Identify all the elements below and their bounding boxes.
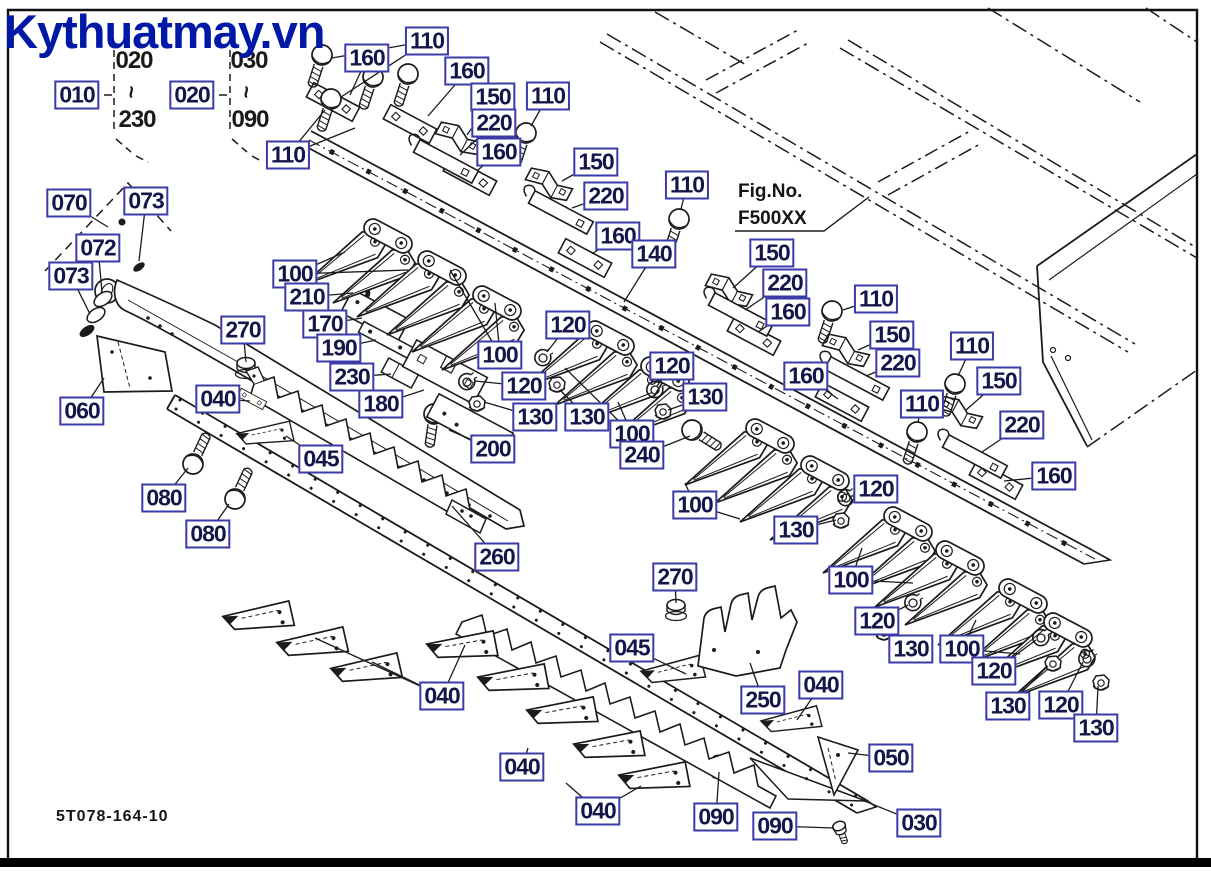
figure-number-block: Fig.No. F500XX	[738, 178, 807, 232]
part-label-080: 080	[185, 519, 231, 549]
part-label-220: 220	[762, 268, 808, 298]
part-label-120: 120	[545, 310, 591, 340]
part-label-100: 100	[272, 259, 318, 289]
part-label-160: 160	[765, 297, 811, 327]
part-label-030: 030	[896, 808, 942, 838]
ledger-strip-260	[244, 366, 487, 535]
part-label-190: 190	[316, 333, 362, 363]
part-label-090: 090	[752, 811, 798, 841]
part-label-150: 150	[749, 238, 795, 268]
part-label-072: 072	[75, 233, 121, 263]
header-frame-structure	[599, 7, 1198, 448]
part-label-120: 120	[501, 371, 547, 401]
part-label-160: 160	[444, 56, 490, 86]
part-label-080: 080	[141, 483, 187, 513]
part-label-130: 130	[564, 402, 610, 432]
part-label-160: 160	[1031, 461, 1077, 491]
range-from: 020	[115, 47, 153, 74]
part-label-110: 110	[899, 389, 945, 419]
figno-leader	[735, 196, 870, 232]
part-label-180: 180	[358, 389, 404, 419]
arm-bracket-plate	[96, 334, 174, 393]
part-label-270: 270	[652, 562, 698, 592]
part-label-110: 110	[525, 81, 571, 111]
part-label-040: 040	[499, 752, 545, 782]
part-label-230: 230	[329, 362, 375, 392]
part-label-150: 150	[573, 147, 619, 177]
part-label-210: 210	[284, 282, 330, 312]
part-label-150: 150	[869, 320, 915, 350]
part-label-140: 140	[631, 239, 677, 269]
part-label-220: 220	[583, 181, 629, 211]
part-label-270: 270	[220, 315, 266, 345]
part-label-240: 240	[619, 440, 665, 470]
part-label-040: 040	[419, 681, 465, 711]
part-label-040: 040	[195, 384, 241, 414]
part-label-040: 040	[575, 796, 621, 826]
part-label-040: 040	[798, 670, 844, 700]
part-label-260: 260	[474, 542, 520, 572]
part-label-010: 010	[54, 80, 100, 110]
part-label-250: 250	[740, 685, 786, 715]
end-pieces	[697, 584, 860, 798]
part-label-073: 073	[123, 186, 169, 216]
part-label-150: 150	[470, 82, 516, 112]
site-watermark: Kythuatmay.vn	[4, 5, 325, 58]
part-label-200: 200	[470, 434, 516, 464]
page-border	[0, 8, 1211, 867]
range-to: 230	[118, 106, 156, 133]
part-label-120: 120	[853, 474, 899, 504]
part-label-220: 220	[471, 108, 517, 138]
reference-brackets	[104, 50, 264, 163]
part-label-220: 220	[875, 348, 921, 378]
range-from: 030	[230, 47, 268, 74]
part-label-120: 120	[649, 351, 695, 381]
part-label-073: 073	[48, 261, 94, 291]
part-label-020: 020	[169, 80, 215, 110]
drawing-number: 5T078-164-10	[56, 808, 169, 825]
part-label-160: 160	[783, 361, 829, 391]
range-tilde-icon: ~	[119, 85, 144, 99]
part-label-070: 070	[46, 188, 92, 218]
part-label-110: 110	[664, 170, 710, 200]
part-label-160: 160	[344, 43, 390, 73]
part-label-100: 100	[828, 565, 874, 595]
part-label-060: 060	[59, 396, 105, 426]
range-to: 090	[231, 106, 269, 133]
part-label-110: 110	[265, 140, 311, 170]
part-label-130: 130	[985, 691, 1031, 721]
figure-number-title: Fig.No.	[738, 181, 803, 202]
ledger-strip-bottom	[454, 613, 778, 810]
figure-number-value: F500XX	[738, 208, 807, 229]
part-label-130: 130	[682, 382, 728, 412]
part-label-130: 130	[1073, 713, 1119, 743]
part-label-220: 220	[999, 410, 1045, 440]
part-label-045: 045	[298, 444, 344, 474]
part-label-120: 120	[971, 656, 1017, 686]
part-label-150: 150	[976, 366, 1022, 396]
part-label-130: 130	[512, 402, 558, 432]
part-label-130: 130	[888, 634, 934, 664]
part-label-110: 110	[949, 331, 995, 361]
part-label-090: 090	[693, 802, 739, 832]
part-label-100: 100	[672, 490, 718, 520]
part-label-110: 110	[404, 26, 450, 56]
part-label-045: 045	[609, 633, 655, 663]
part-label-050: 050	[868, 743, 914, 773]
part-label-130: 130	[773, 515, 819, 545]
part-label-100: 100	[477, 340, 523, 370]
part-label-110: 110	[853, 284, 899, 314]
part-label-120: 120	[854, 606, 900, 636]
part-label-160: 160	[476, 137, 522, 167]
range-tilde-icon: ~	[234, 85, 259, 99]
